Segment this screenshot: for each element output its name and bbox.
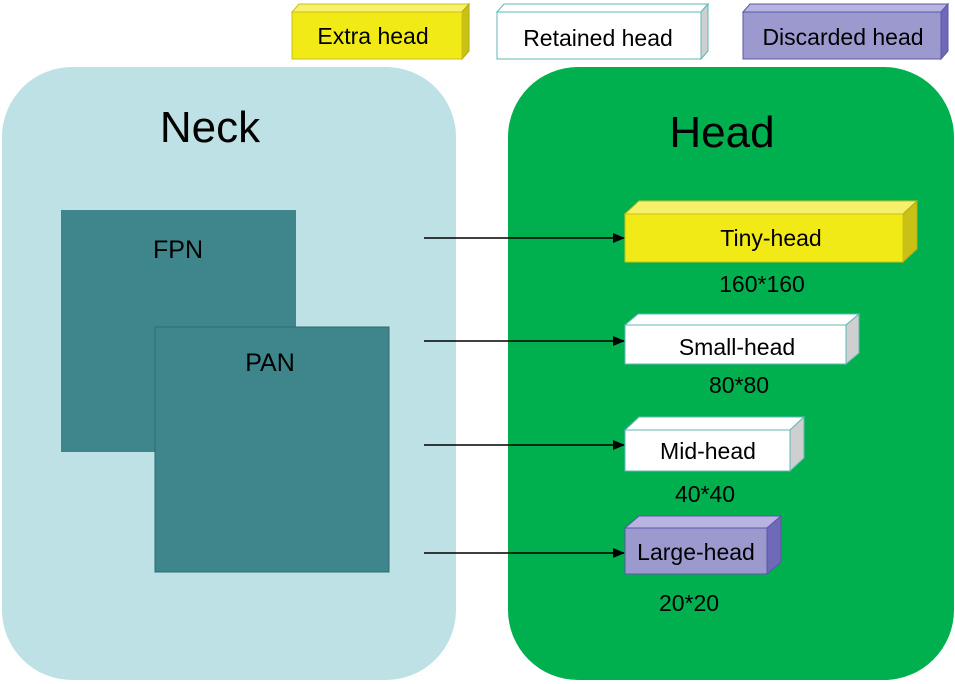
tiny-head-box: Tiny-head: [623, 199, 919, 264]
legend-extra-head: Extra head: [290, 2, 471, 61]
large-head-label: Large-head: [637, 539, 755, 565]
legend-discarded-head: Discarded head: [741, 2, 950, 61]
fpn-label: FPN: [153, 236, 203, 264]
pan-label: PAN: [245, 349, 295, 377]
large-head-size: 20*20: [659, 590, 719, 616]
small-head-size: 80*80: [709, 372, 769, 398]
mid-head-box: Mid-head: [623, 415, 806, 473]
neck-panel: Neck FPN PAN: [2, 67, 456, 680]
head-title: Head: [669, 108, 774, 157]
legend-discarded-label: Discarded head: [762, 24, 923, 50]
tiny-head-size: 160*160: [719, 271, 805, 297]
neck-title: Neck: [160, 103, 261, 152]
pan-block: [154, 326, 390, 573]
legend-retained-label: Retained head: [523, 25, 673, 51]
small-head-label: Small-head: [679, 334, 795, 360]
mid-head-label: Mid-head: [660, 438, 756, 464]
legend: Extra head Retained head Discarded head: [290, 2, 950, 61]
small-head-box: Small-head: [623, 312, 861, 366]
legend-extra-label: Extra head: [317, 23, 428, 49]
legend-retained-head: Retained head: [495, 2, 710, 61]
arrows: [424, 233, 625, 558]
tiny-head-label: Tiny-head: [720, 225, 821, 251]
mid-head-size: 40*40: [675, 481, 735, 507]
large-head-box: Large-head: [623, 514, 783, 576]
